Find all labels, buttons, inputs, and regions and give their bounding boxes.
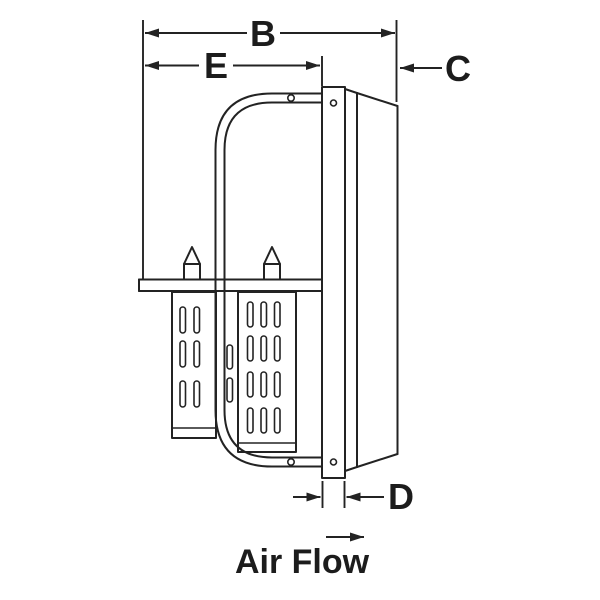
dimension-b-label: B [250,13,276,54]
panel-hole-top [329,99,338,107]
motor-block-right [237,291,297,453]
dimension-c: C [400,48,471,89]
motor-terminals [183,246,281,281]
panel-plate [321,86,346,479]
terminal-cap-right [263,246,281,265]
housing-bottom-slant [356,453,399,468]
guard-inner-tube [223,101,323,459]
dimension-d-label: D [388,476,414,517]
guard-rivet-top [286,94,295,103]
dimension-b: B [145,13,395,54]
louver-slots-right [246,301,281,434]
housing-top-lip [344,88,358,94]
mounting-panel [321,86,346,479]
dimension-e-label: E [204,45,228,86]
terminal-cap-left [183,246,201,265]
terminal-body-left [183,263,201,281]
panel-hole-bottom [329,458,338,466]
terminal-body-right [263,263,281,281]
extension-lines [142,20,398,508]
guard-outer-tube [214,92,323,468]
guard-rivet-bottom [286,457,295,466]
motor-body [171,291,297,453]
louver-slots-middle [226,344,234,403]
mounting-bracket [138,278,323,292]
housing-bottom-lip [344,466,358,472]
motor-guard [214,92,323,468]
louver-slots-left [179,306,201,408]
fan-housing [344,88,399,472]
dimension-d: D [293,476,414,517]
air-flow-indicator: Air Flow [235,532,370,581]
dimension-e: E [145,45,320,86]
housing-top-slant [356,92,399,107]
air-flow-label: Air Flow [235,543,370,581]
dimension-c-label: C [445,48,471,89]
